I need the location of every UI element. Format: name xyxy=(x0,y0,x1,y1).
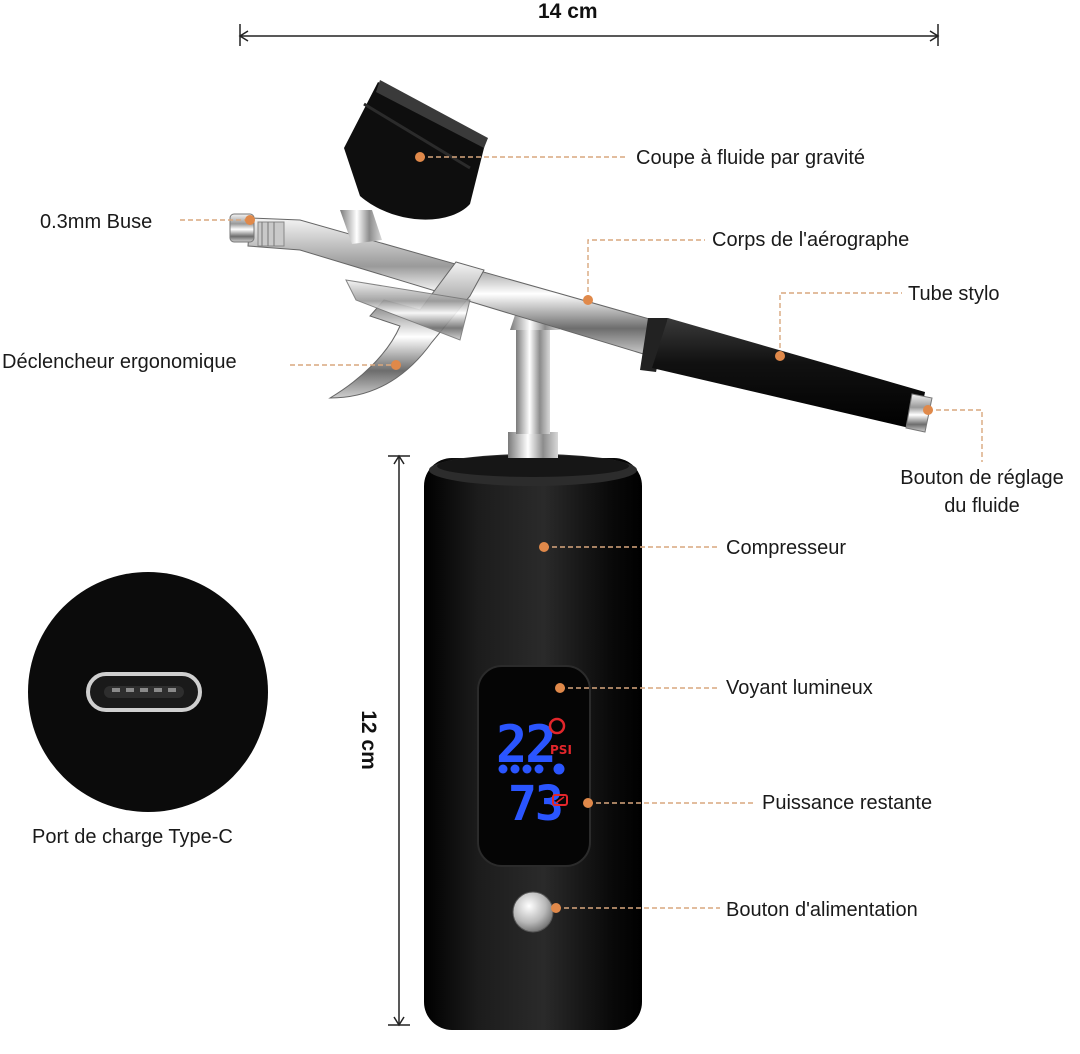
mode-indicator-icon xyxy=(548,717,566,735)
label-pen-tube: Tube stylo xyxy=(908,283,1000,305)
label-gravity-cup: Coupe à fluide par gravité xyxy=(636,147,866,169)
label-usb-port: Port de charge Type-C xyxy=(32,826,233,848)
label-power-button: Bouton d'alimentation xyxy=(726,899,918,921)
width-dimension xyxy=(238,24,940,46)
label-nozzle: 0.3mm Buse xyxy=(40,211,153,233)
width-dimension-label: 14 cm xyxy=(538,0,598,23)
trigger xyxy=(328,261,485,399)
label-fluid-adjust-line2: du fluide xyxy=(944,495,1020,517)
height-dimension xyxy=(388,454,410,1027)
battery-icon xyxy=(552,794,568,806)
label-indicator: Voyant lumineux xyxy=(726,677,873,699)
gravity-cup xyxy=(340,80,488,244)
power-button xyxy=(512,891,554,933)
callout-dots xyxy=(245,152,933,913)
lcd-panel xyxy=(477,665,591,867)
label-fluid-adjust-line1: Bouton de réglage xyxy=(900,467,1064,489)
label-body: Corps de l'aérographe xyxy=(712,229,910,251)
callouts xyxy=(180,156,983,909)
usb-c-port-illustration xyxy=(28,572,268,812)
pressure-unit-label: PSI xyxy=(550,743,572,757)
label-trigger: Déclencheur ergonomique xyxy=(2,351,237,373)
label-battery: Puissance restante xyxy=(762,792,933,814)
label-fluid-adjust: Bouton de réglage du fluide xyxy=(884,465,1080,519)
level-dots xyxy=(498,763,565,775)
height-dimension-label: 12 cm xyxy=(356,710,380,770)
label-compressor: Compresseur xyxy=(726,537,847,559)
